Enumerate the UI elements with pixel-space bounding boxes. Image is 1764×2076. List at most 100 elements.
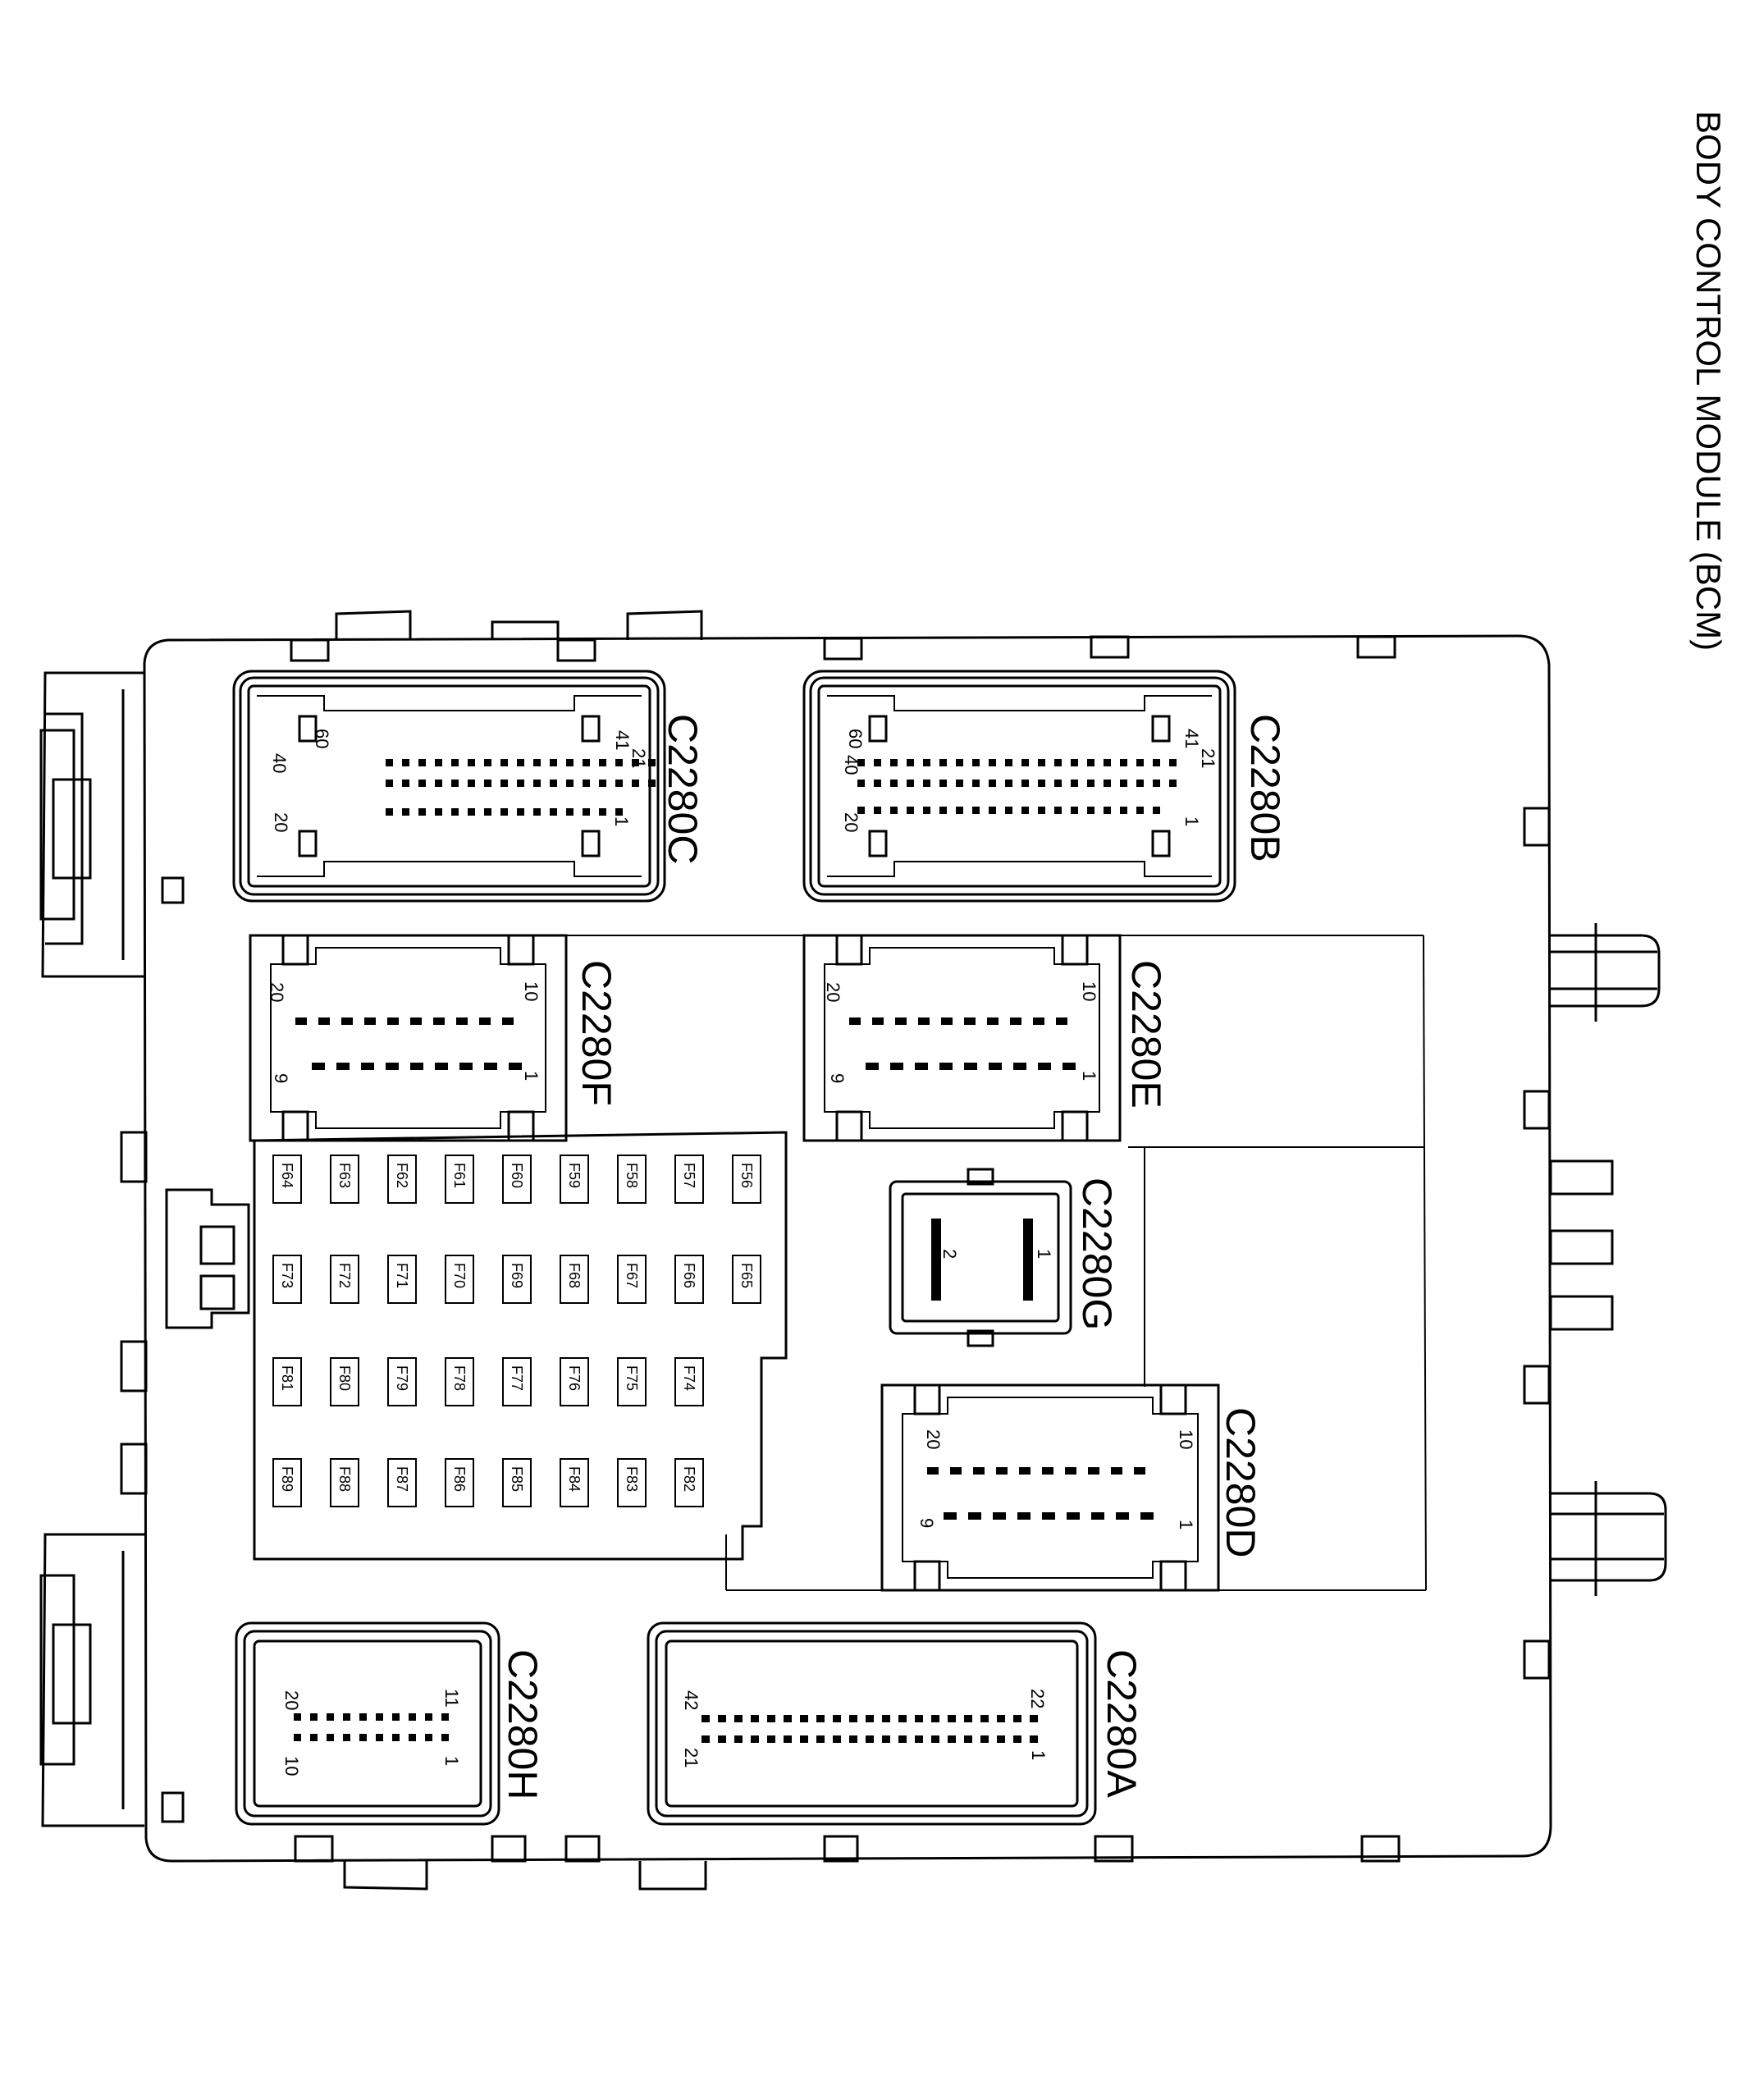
pin-number: 1: [1028, 1750, 1049, 1760]
pin-number: 41: [1181, 729, 1202, 748]
fuse-label: F86: [451, 1466, 468, 1492]
bottom-latches: [294, 1835, 1401, 1891]
pin-number: 20: [841, 812, 861, 832]
pin-number: 20: [823, 982, 843, 1002]
fuse-label: F71: [394, 1263, 410, 1288]
fuse-f70[interactable]: F70: [445, 1255, 474, 1304]
connector-label: C2280G: [1074, 1177, 1120, 1330]
fuse-f76[interactable]: F76: [560, 1357, 589, 1406]
fuse-label: F89: [279, 1466, 295, 1492]
fuse-f69[interactable]: F69: [502, 1255, 532, 1304]
fuse-f77[interactable]: F77: [502, 1357, 532, 1406]
connector-label: C2280C: [660, 714, 706, 864]
module-title: BODY CONTROL MODULE (BCM): [1689, 111, 1728, 651]
fuse-label: F59: [566, 1163, 583, 1188]
fuse-f59[interactable]: F59: [560, 1155, 589, 1204]
fuse-label: F84: [566, 1466, 583, 1492]
fuse-f63[interactable]: F63: [330, 1155, 359, 1204]
connector-label: C2280A: [1099, 1649, 1145, 1798]
pin-number: 40: [269, 753, 290, 773]
connector-label: C2280D: [1218, 1407, 1264, 1557]
fuse-f71[interactable]: F71: [387, 1255, 417, 1304]
fuse-label: F66: [681, 1263, 697, 1288]
fuse-f88[interactable]: F88: [330, 1458, 359, 1507]
module-housing: [143, 634, 1552, 1863]
fuse-label: F64: [279, 1163, 295, 1188]
fuse-label: F65: [738, 1263, 755, 1288]
fuse-f57[interactable]: F57: [674, 1155, 704, 1204]
fuse-label: F79: [394, 1365, 410, 1391]
connector-label: C2280B: [1242, 714, 1288, 862]
pin-number: 20: [281, 1690, 302, 1710]
fuse-f86[interactable]: F86: [445, 1458, 474, 1507]
pin-number: 42: [681, 1690, 701, 1710]
fuse-f60[interactable]: F60: [502, 1155, 532, 1204]
pin-number: 11: [441, 1689, 462, 1708]
fuse-label: F81: [279, 1365, 295, 1391]
fuse-f83[interactable]: F83: [617, 1458, 647, 1507]
fuse-f66[interactable]: F66: [674, 1255, 704, 1304]
fuse-f72[interactable]: F72: [330, 1255, 359, 1304]
fuse-f78[interactable]: F78: [445, 1357, 474, 1406]
pin-number: 60: [845, 729, 866, 748]
fuse-f64[interactable]: F64: [272, 1155, 302, 1204]
fuse-f87[interactable]: F87: [387, 1458, 417, 1507]
pin-number: 1: [1176, 1520, 1196, 1530]
pin-number: 41: [612, 730, 633, 750]
pin-number: 10: [281, 1756, 302, 1776]
fuse-f82[interactable]: F82: [674, 1458, 704, 1507]
fuse-label: F69: [509, 1263, 525, 1288]
pin-number: 9: [827, 1073, 848, 1083]
fuse-f62[interactable]: F62: [387, 1155, 417, 1204]
fuse-f73[interactable]: F73: [272, 1255, 302, 1304]
pin-number: 1: [521, 1071, 542, 1081]
fuse-f68[interactable]: F68: [560, 1255, 589, 1304]
fuse-label: F76: [566, 1365, 583, 1391]
fuse-label: F67: [624, 1263, 640, 1288]
pin-number: 9: [271, 1073, 291, 1083]
fuse-label: F58: [624, 1163, 640, 1188]
pin-number: 9: [916, 1518, 937, 1528]
left-bracket-top: [39, 671, 185, 978]
fuse-f89[interactable]: F89: [272, 1458, 302, 1507]
fuse-f81[interactable]: F81: [272, 1357, 302, 1406]
fuse-f80[interactable]: F80: [330, 1357, 359, 1406]
fuse-label: F61: [451, 1163, 468, 1188]
pin-number: 60: [312, 729, 332, 748]
fuse-f74[interactable]: F74: [674, 1357, 704, 1406]
fuse-f75[interactable]: F75: [617, 1357, 647, 1406]
pin-number: 10: [1079, 981, 1099, 1001]
left-bracket-bottom: [39, 1533, 185, 1827]
fuse-label: F82: [681, 1466, 697, 1492]
fuse-label: F88: [336, 1466, 353, 1492]
right-posts: [1523, 807, 1667, 1680]
fuse-f65[interactable]: F65: [732, 1255, 761, 1304]
fuse-label: F80: [336, 1365, 353, 1391]
fuse-label: F72: [336, 1263, 353, 1288]
pin-number: 1: [1079, 1071, 1099, 1081]
connector-label: C2280H: [500, 1649, 546, 1799]
fuse-label: F68: [566, 1263, 583, 1288]
fuse-f61[interactable]: F61: [445, 1155, 474, 1204]
pin-number: 20: [923, 1429, 944, 1449]
fuse-f79[interactable]: F79: [387, 1357, 417, 1406]
fuse-f67[interactable]: F67: [617, 1255, 647, 1304]
fuse-f85[interactable]: F85: [502, 1458, 532, 1507]
fuse-f58[interactable]: F58: [617, 1155, 647, 1204]
fuse-panel-edge: [743, 1525, 761, 1527]
fuse-f56[interactable]: F56: [732, 1155, 761, 1204]
top-latches: [290, 610, 1396, 662]
fuse-f84[interactable]: F84: [560, 1458, 589, 1507]
fuse-label: F63: [336, 1163, 353, 1188]
pin-number: 40: [841, 755, 861, 775]
